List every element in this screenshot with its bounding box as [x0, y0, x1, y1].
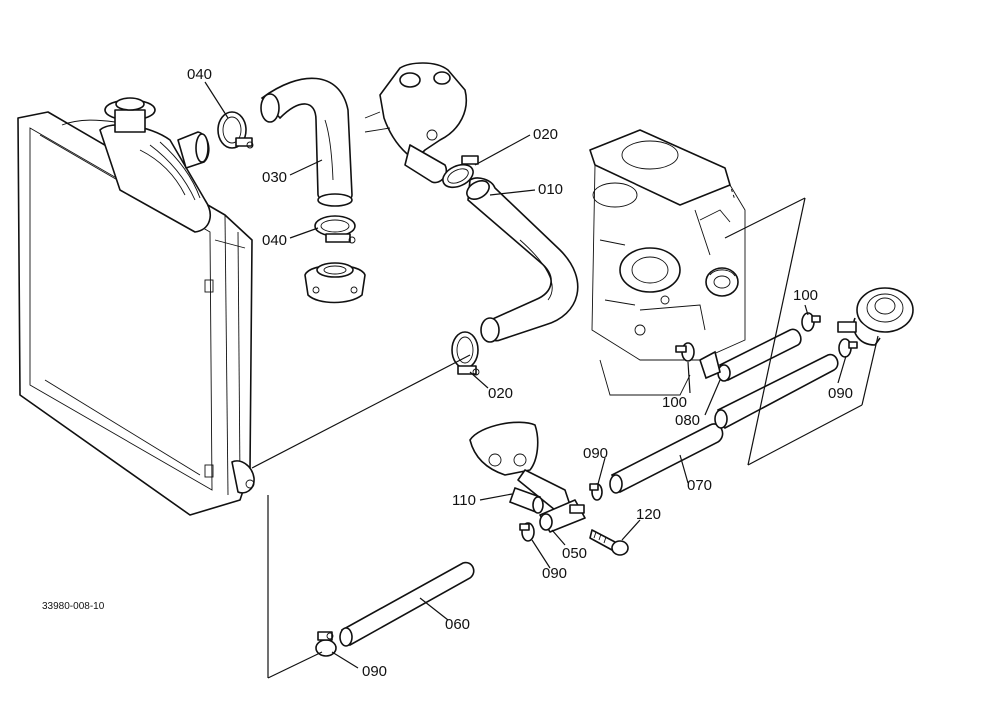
drain-cock-050 [539, 499, 586, 533]
upper-radiator-hose-030 [260, 77, 353, 207]
callout-040-lower: 040 [262, 232, 287, 249]
thermostat-cover [304, 262, 366, 304]
callout-060: 060 [445, 616, 470, 633]
callout-090-right: 090 [828, 385, 853, 402]
bypass-hose-080 [699, 328, 802, 382]
bolt-120 [589, 529, 629, 556]
callout-030: 030 [262, 169, 287, 186]
callout-080: 080 [675, 412, 700, 429]
callout-010: 010 [538, 181, 563, 198]
callout-120: 120 [636, 506, 661, 523]
hose-clamp-100-right [801, 312, 821, 332]
assembly-lines [251, 197, 879, 679]
drawing-code: 33980-008-10 [42, 601, 105, 612]
hose-clamp-040-lower [314, 215, 356, 244]
callout-100-left: 100 [662, 394, 687, 411]
hose-clamp-040-upper [217, 111, 254, 149]
callout-090-lower-mid: 090 [542, 565, 567, 582]
callout-090-bottom: 090 [362, 663, 387, 680]
engine-block [589, 129, 746, 396]
hose-070 [609, 353, 839, 494]
callout-100-right: 100 [793, 287, 818, 304]
callout-020-lower: 020 [488, 385, 513, 402]
lower-hose-010 [466, 177, 579, 343]
hose-060 [339, 561, 475, 647]
pipe-bracket [469, 421, 571, 511]
hose-clamp-100-left [675, 342, 695, 362]
hose-clamp-090-mid [589, 483, 603, 501]
water-outlet-flange [364, 62, 467, 184]
callout-050: 050 [562, 545, 587, 562]
radiator [17, 97, 255, 516]
callout-110: 110 [452, 492, 476, 509]
oil-cooler [837, 287, 914, 346]
callout-040-upper: 040 [187, 66, 212, 83]
callout-070: 070 [687, 477, 712, 494]
hose-clamp-090-right [838, 338, 858, 358]
callout-020-upper: 020 [533, 126, 558, 143]
hose-110 [508, 486, 544, 514]
callout-090-mid: 090 [583, 445, 608, 462]
hose-clamp-020-lower [451, 331, 480, 376]
hose-clamp-020-upper [442, 155, 479, 189]
hose-clamp-090-lower-mid [519, 522, 535, 542]
leader-lines [204, 81, 847, 669]
